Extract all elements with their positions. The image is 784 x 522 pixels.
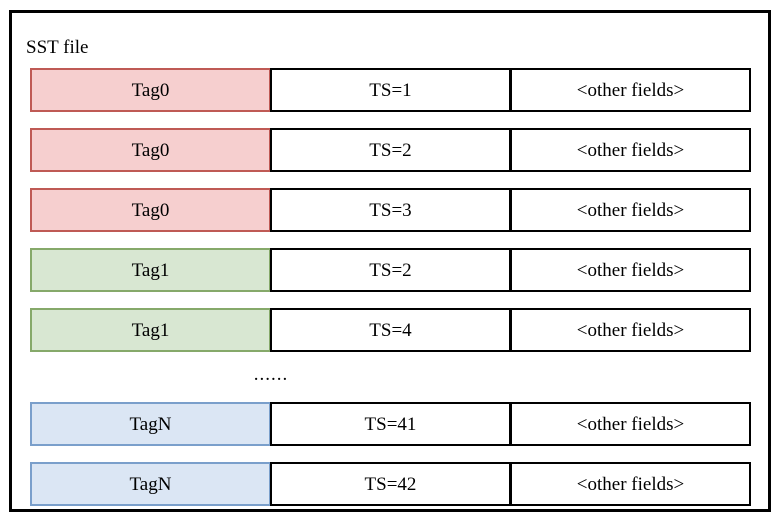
timestamp-cell: TS=41 bbox=[270, 402, 511, 446]
other-fields-cell: <other fields> bbox=[510, 188, 751, 232]
table-row: Tag1 TS=2 <other fields> bbox=[30, 248, 752, 292]
table-row: Tag0 TS=1 <other fields> bbox=[30, 68, 752, 112]
other-fields-cell: <other fields> bbox=[510, 248, 751, 292]
tag-cell: TagN bbox=[30, 402, 271, 446]
table-row: TagN TS=42 <other fields> bbox=[30, 462, 752, 506]
table-row: Tag0 TS=3 <other fields> bbox=[30, 188, 752, 232]
ellipsis-separator: ...... bbox=[30, 364, 752, 386]
sst-file-title: SST file bbox=[26, 37, 89, 58]
timestamp-cell: TS=2 bbox=[270, 248, 511, 292]
table-row: Tag0 TS=2 <other fields> bbox=[30, 128, 752, 172]
other-fields-cell: <other fields> bbox=[510, 402, 751, 446]
ellipsis-dots: ...... bbox=[253, 364, 289, 385]
table-row: Tag1 TS=4 <other fields> bbox=[30, 308, 752, 352]
other-fields-cell: <other fields> bbox=[510, 128, 751, 172]
timestamp-cell: TS=1 bbox=[270, 68, 511, 112]
sst-entry-list: Tag0 TS=1 <other fields> Tag0 TS=2 <othe… bbox=[30, 68, 752, 522]
tag-cell: Tag0 bbox=[30, 188, 271, 232]
other-fields-cell: <other fields> bbox=[510, 68, 751, 112]
tag-cell: Tag1 bbox=[30, 248, 271, 292]
timestamp-cell: TS=3 bbox=[270, 188, 511, 232]
timestamp-cell: TS=42 bbox=[270, 462, 511, 506]
timestamp-cell: TS=2 bbox=[270, 128, 511, 172]
tag-cell: Tag1 bbox=[30, 308, 271, 352]
tag-cell: Tag0 bbox=[30, 68, 271, 112]
tag-cell: Tag0 bbox=[30, 128, 271, 172]
other-fields-cell: <other fields> bbox=[510, 308, 751, 352]
tag-cell: TagN bbox=[30, 462, 271, 506]
other-fields-cell: <other fields> bbox=[510, 462, 751, 506]
timestamp-cell: TS=4 bbox=[270, 308, 511, 352]
table-row: TagN TS=41 <other fields> bbox=[30, 402, 752, 446]
